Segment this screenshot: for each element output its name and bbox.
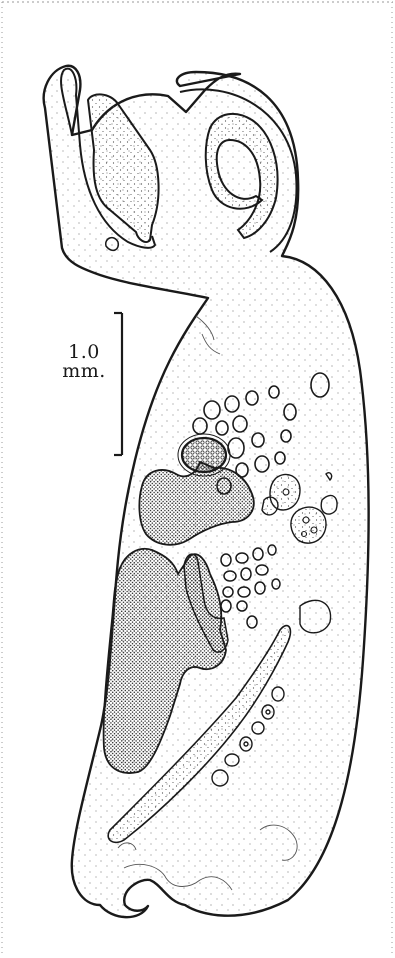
scale-bar-unit: mm.	[58, 362, 110, 381]
scale-bar	[114, 313, 122, 455]
cellular-organ	[182, 438, 226, 472]
scale-bar-label: 1.0 mm.	[58, 343, 110, 381]
